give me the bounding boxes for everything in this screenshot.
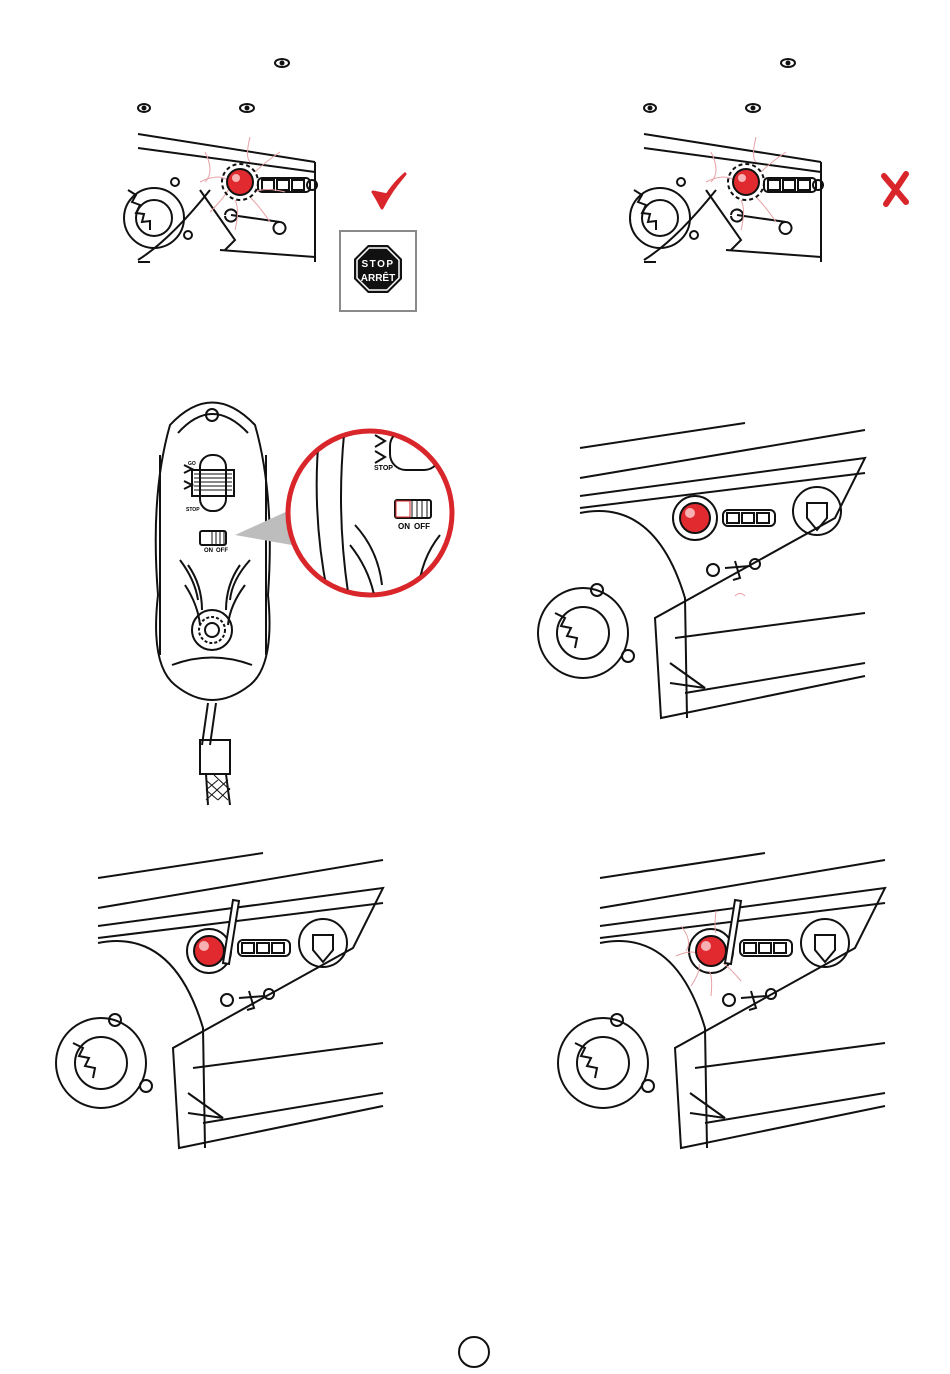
remote-slide-bottom-label: STOP	[186, 507, 200, 513]
panel-tool-press-right	[595, 848, 895, 1168]
remote-slide-top-label: GO	[188, 461, 196, 467]
machine-tool-illustration	[93, 848, 393, 1168]
reset-button	[194, 936, 224, 966]
check-mark-icon	[373, 174, 405, 208]
panel-machine-front	[575, 418, 875, 738]
machine-tool-illustration	[595, 848, 895, 1168]
zoom-stop-label: STOP	[374, 465, 393, 472]
machine-closeup-illustration	[636, 50, 926, 320]
zoom-switch-on-label: ON	[398, 522, 410, 531]
reset-button	[696, 936, 726, 966]
panel-reset-correct: STOP ARRÊT	[130, 50, 430, 320]
stop-sign-line2: ARRÊT	[361, 271, 395, 284]
reset-button	[680, 503, 710, 533]
remote-switch-on-label: ON	[204, 548, 213, 554]
remote-control-illustration: GO STOP ON OFF STOP ON OFF	[140, 385, 470, 815]
remote-switch-off-label: OFF	[216, 548, 228, 554]
panel-tool-press-left	[93, 848, 393, 1168]
machine-front-illustration	[575, 418, 875, 738]
stop-sign-line1: STOP	[361, 259, 394, 270]
x-mark-icon	[884, 174, 906, 204]
panel-reset-incorrect	[636, 50, 926, 320]
zoom-callout: STOP ON OFF	[288, 425, 452, 605]
zoom-connector	[235, 510, 292, 545]
machine-closeup-illustration: STOP ARRÊT	[130, 50, 430, 320]
panel-remote-control: GO STOP ON OFF STOP ON OFF	[140, 385, 470, 815]
zoom-switch-off-label: OFF	[414, 522, 430, 531]
page-number-circle	[458, 1336, 490, 1368]
stop-sign-icon: STOP ARRÊT	[340, 231, 416, 311]
